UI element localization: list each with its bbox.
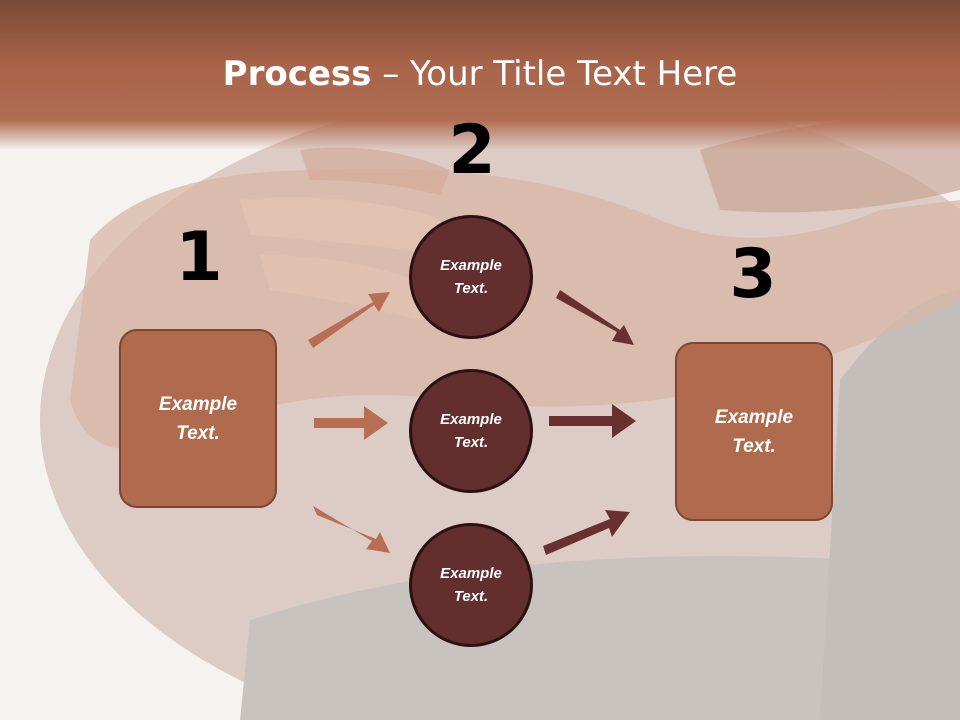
circle-middle-line2: Text. (453, 434, 489, 451)
title-bold: Process (222, 54, 372, 94)
arrow-lower-right (313, 506, 390, 553)
input-arrows (308, 292, 390, 553)
title-band (0, 0, 960, 150)
step-number-1: 1 (175, 218, 223, 297)
left-box-line2: Text. (176, 422, 220, 444)
step-number-3: 3 (729, 235, 777, 314)
circle-bottom-line2: Text. (453, 588, 489, 605)
left-box-text: Example Text. (143, 390, 253, 448)
right-text-box: Example Text. (675, 342, 833, 521)
arrow-upper-right (308, 292, 390, 348)
circle-top-line1: Example (440, 257, 502, 274)
right-box-line1: Example (714, 406, 794, 428)
circle-bottom-text: Example Text. (426, 562, 516, 608)
arrow-middle-right (314, 406, 388, 440)
circle-top-text: Example Text. (426, 254, 516, 300)
title-rest: Your Title Text Here (410, 54, 738, 94)
title-dash: – (371, 54, 411, 94)
left-text-box: Example Text. (119, 329, 277, 508)
circle-middle-text: Example Text. (426, 408, 516, 454)
circle-top: Example Text. (409, 215, 533, 339)
arrow-down-right (556, 290, 634, 345)
circle-top-line2: Text. (453, 280, 489, 297)
arrow-straight-right (549, 404, 636, 438)
step-number-2: 2 (448, 111, 496, 190)
right-box-line2: Text. (732, 435, 776, 457)
circle-middle: Example Text. (409, 369, 533, 493)
slide-title: Process – Your Title Text Here (0, 52, 960, 96)
right-box-text: Example Text. (699, 403, 809, 461)
output-arrows (543, 290, 636, 555)
arrow-up-right (543, 510, 630, 555)
circle-middle-line1: Example (440, 411, 502, 428)
circle-bottom-line1: Example (440, 565, 502, 582)
left-box-line1: Example (158, 393, 238, 415)
circle-bottom: Example Text. (409, 523, 533, 647)
